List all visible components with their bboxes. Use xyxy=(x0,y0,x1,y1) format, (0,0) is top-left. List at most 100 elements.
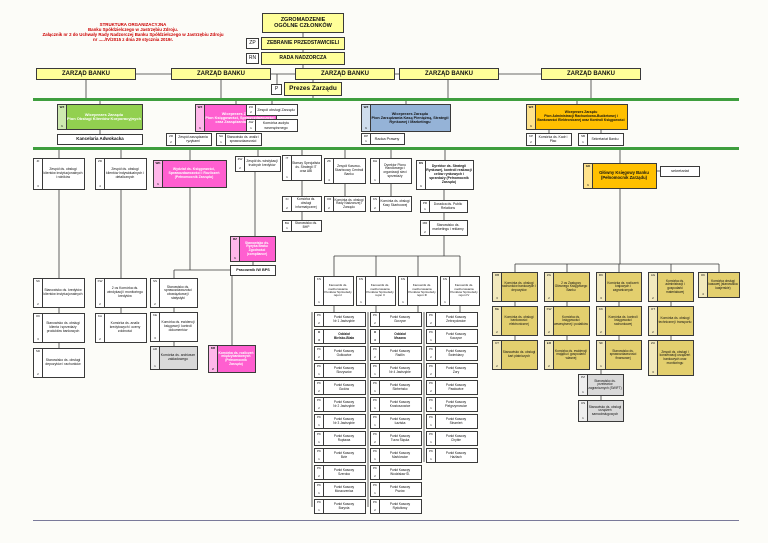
unit-label: Zespół Kasowo-Skarbcowy Centrali Banku xyxy=(334,164,364,176)
unit-label: Komórka ds. księgowości wewnętrznej i po… xyxy=(554,314,588,326)
unit-label: Stanowisko ds. obsługi kart płatniczych xyxy=(502,350,536,358)
unit-label: Punkt Kasowy Szeroka xyxy=(333,467,355,476)
unit-label: 2 os Komórka ds. windykacji i monitoring… xyxy=(107,286,143,298)
unit-label: Komórka obsługi kasowej (stanowiska kasj… xyxy=(708,278,738,290)
unit-label: Punkt Kasowy Nr 3 Jastrzębie xyxy=(333,416,355,425)
unit-label: ZARZĄD BANKU xyxy=(197,70,245,77)
unit-label: Kierownik ds. nadzorowania Punktów Sprze… xyxy=(366,283,394,298)
unit-label: Stanowisko ds. przelewów zagranicznych (… xyxy=(588,378,622,390)
unit-label: Komórka ds. obsługi informatycznej xyxy=(295,197,317,209)
unit-label: Komórka ds. obsługi Rady Nadzorczej i Za… xyxy=(334,197,364,209)
unit-label: Punkt Kasowy Godów xyxy=(333,382,355,391)
unit-label: Punkt Kasowy Nr 4 Jastrzębie xyxy=(389,365,411,374)
unit-label: Kierownik ds. nadzorowania Punktów Sprze… xyxy=(450,283,478,298)
unit-label: Punkt Kasowy Moszczenica xyxy=(333,484,355,493)
zarzad-banku-4: ZARZĄD BANKU xyxy=(399,68,499,80)
unit-label: Komórka ds. administracji i gospodarki m… xyxy=(665,278,685,294)
rada-nadzorcza: RADA NADZORCZA xyxy=(261,52,345,65)
unit-label: Zespół ds. obsługi i konserwacji urządze… xyxy=(659,349,691,365)
unit-label: Stanowisko ds. obsługi klienta i sprzeda… xyxy=(46,321,80,333)
unit-label: Zespół zarządzania ryzykami xyxy=(178,134,208,143)
unit-label: STRUKTURA ORGANIZACYJNA Banku Spółdzielc… xyxy=(42,22,224,42)
unit-label: Punkt Kasowy Bzie xyxy=(333,450,355,459)
unit-label: Komórka ds. analiz kredytowych i oceny z… xyxy=(109,321,141,333)
zarzad-banku-1: ZARZĄD BANKU xyxy=(36,68,136,80)
unit-label: Stanowisko ds. sprawozdawczości finansow… xyxy=(609,348,637,360)
unit-label: ZARZĄD BANKU xyxy=(62,70,110,77)
unit-label: Komórka audytu wewnętrznego xyxy=(262,121,290,130)
unit-label: Punkt Kasowy Turza Śląska xyxy=(389,433,411,442)
unit-label: Zespół ds. obsługi klientów instytucjona… xyxy=(43,167,83,179)
pracownik-iw-bps: Pracownik IW BPS xyxy=(230,265,276,276)
unit-label: RN xyxy=(248,54,257,61)
unit-label: Stanowisko ds. marketingu i reklamy xyxy=(432,223,464,231)
section-divider-bar xyxy=(33,98,739,101)
unit-label: Zespół ds. obsługi klientów indywidualny… xyxy=(106,167,144,179)
unit-label: Punkt Kasowy Żory xyxy=(445,365,467,374)
rn-code: RN xyxy=(246,53,259,64)
unit-label: Punkt Kasowy Ruptawa xyxy=(333,433,355,442)
unit-label: Oddział Mszana xyxy=(394,331,406,340)
zgromadzenie-ogolne: ZGROMADZENIE OGÓLNE CZŁONKÓW xyxy=(262,13,344,33)
unit-label: Komórka ds. kontroli księgowości rachunk… xyxy=(608,314,638,326)
unit-label: Punkt Kasowy Skrbeńsko xyxy=(389,382,411,391)
